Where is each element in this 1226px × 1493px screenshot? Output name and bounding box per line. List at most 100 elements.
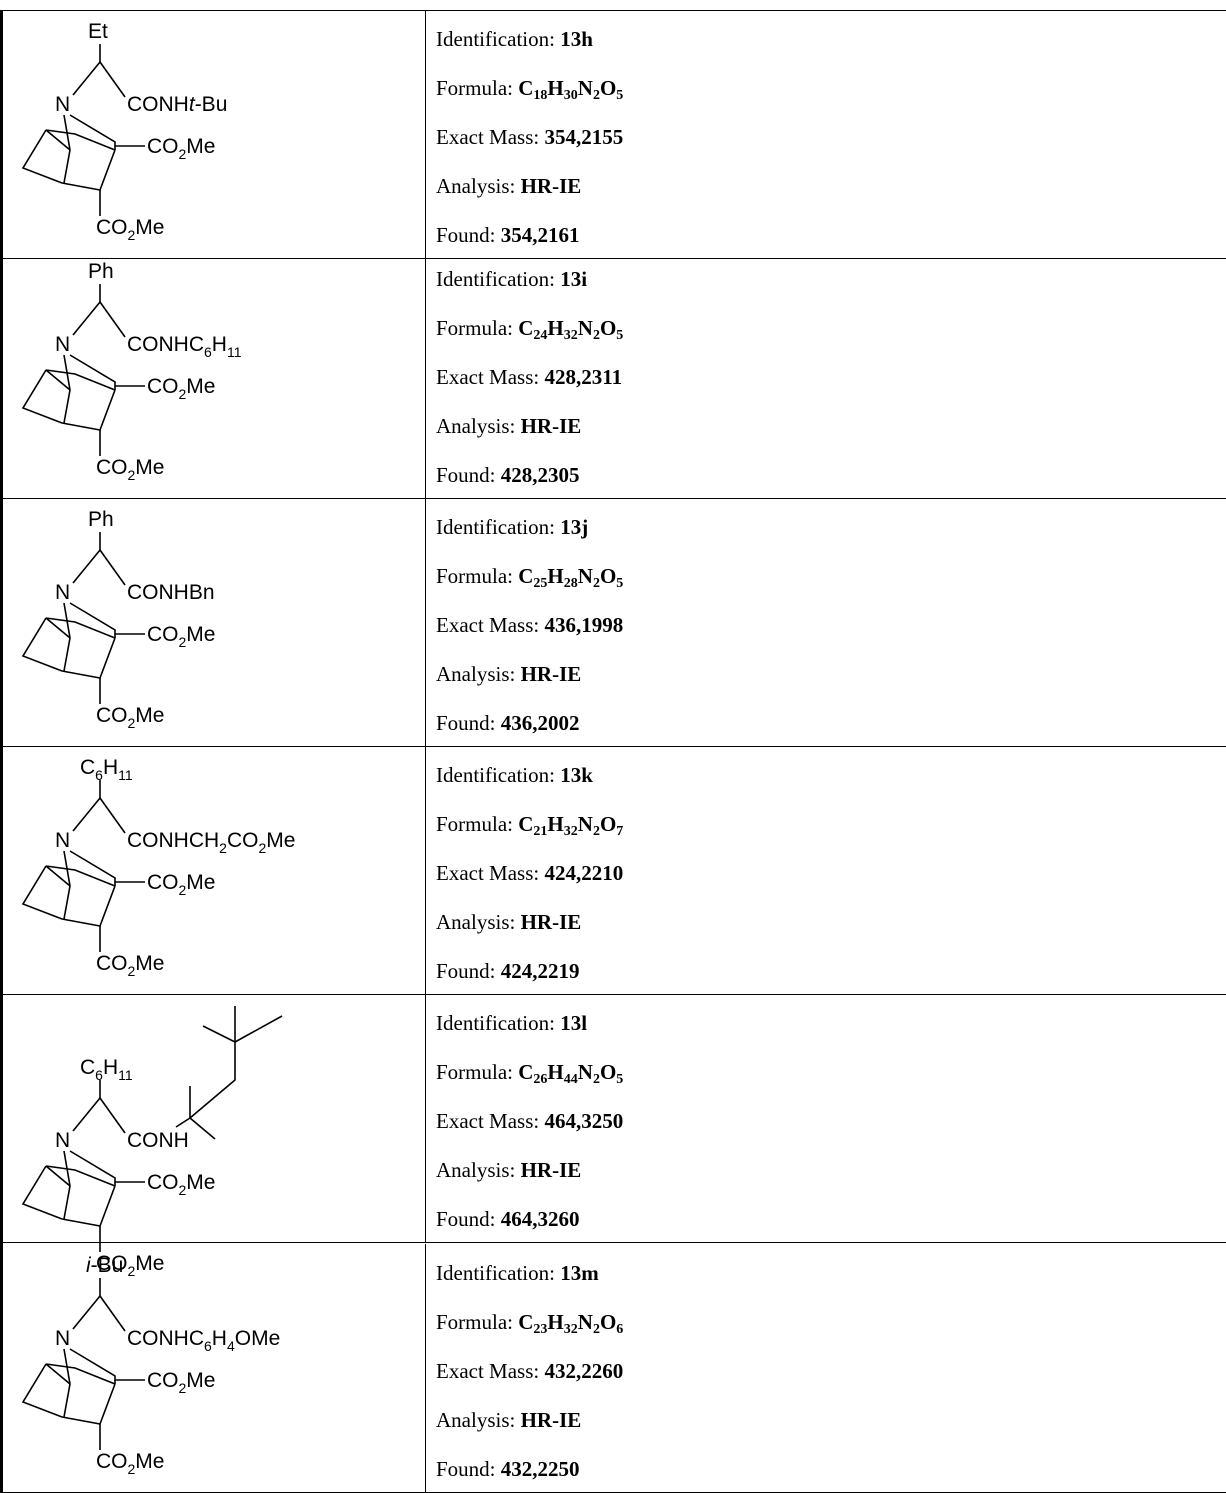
tert-octyl-bond [189,1117,216,1140]
ring-bond [21,617,63,672]
amide-label: CONHt-Bu [127,93,227,116]
amide-label: CONHBn [127,581,215,604]
ring-bond [21,129,63,184]
tert-octyl-bond [234,1015,283,1043]
bond-line [72,301,101,336]
ring-bond [21,369,63,424]
field-label: Found: [436,711,501,735]
substituent-top-label: C6H11 [80,1056,133,1083]
identification-line: Identification: 13j [436,515,588,539]
ring-bond [45,865,71,887]
bond-line [99,1295,126,1332]
substituent-top-label: i-Bu [86,1254,123,1277]
field-value: 13i [560,267,588,291]
found-line: Found: 428,2305 [436,463,580,487]
field-value: 13l [560,1011,588,1035]
found-line: Found: 464,3260 [436,1207,580,1231]
ring-bond [21,865,63,920]
ring-bond [61,389,116,431]
ester-top-label: CO2Me [147,375,215,402]
ester-bottom-label: CO2Me [96,1450,164,1477]
analysis-line: Analysis: HR-IE [436,662,581,686]
column-divider [425,10,426,258]
identification-line: Identification: 13k [436,763,593,787]
nitrogen-label: N [55,333,70,356]
bridge-bond [69,1150,116,1186]
field-value: 13j [560,515,589,539]
field-label: Identification: [436,515,561,539]
field-value: 432,2260 [544,1359,624,1383]
bond-line [99,797,126,834]
field-label: Analysis: [436,1158,521,1182]
row-divider [0,498,1226,499]
found-line: Found: 354,2161 [436,223,580,247]
ring-bond [61,1185,116,1227]
found-line: Found: 424,2219 [436,959,580,983]
field-value: 354,2161 [500,223,580,247]
field-label: Identification: [436,267,561,291]
exact-mass-line: Exact Mass: 428,2311 [436,365,622,389]
ring-bond [45,1363,71,1385]
nitrogen-label: N [55,1129,70,1152]
field-label: Analysis: [436,174,521,198]
field-label: Identification: [436,763,561,787]
amide-label: CONHCH2CO2Me [127,829,295,856]
bond-line [99,61,126,98]
ester-top-label: CO2Me [147,1171,215,1198]
formula-line: Formula: C25H28N2O5 [436,564,623,591]
ester-top-label: CO2Me [147,1369,215,1396]
bond-line [99,1097,126,1134]
ester-bottom-label: CO2Me [96,1252,164,1279]
row-divider [0,746,1226,747]
field-label: Formula: [436,564,519,588]
field-value: 436,1998 [544,613,624,637]
nitrogen-label: N [55,1327,70,1350]
field-label: Found: [436,959,501,983]
tert-octyl-bond [175,1117,191,1128]
field-label: Identification: [436,1261,561,1285]
field-value: HR-IE [520,1408,582,1432]
amide-label: CONHC6H4OMe [127,1327,280,1354]
bond-line [72,797,101,832]
identification-line: Identification: 13i [436,267,587,291]
analysis-line: Analysis: HR-IE [436,1158,581,1182]
field-value: C24H32N2O5 [518,316,624,343]
field-label: Exact Mass: [436,1359,545,1383]
analysis-line: Analysis: HR-IE [436,910,581,934]
ester-top-label: CO2Me [147,135,215,162]
field-value: 428,2311 [544,365,623,389]
ring-bond [45,617,116,639]
formula-line: Formula: C21H32N2O7 [436,812,623,839]
field-value: 424,2219 [500,959,580,983]
field-label: Identification: [436,1011,561,1035]
field-value: 432,2250 [500,1457,580,1481]
ring-bond [45,865,116,887]
ring-bond [45,1363,116,1385]
row-divider [0,258,1226,259]
ring-bond [21,1363,63,1418]
amide-label: CONH [127,1129,189,1152]
nitrogen-label: N [55,829,70,852]
field-value: HR-IE [520,414,582,438]
field-value: 13k [560,763,593,787]
identification-line: Identification: 13m [436,1261,599,1285]
tert-octyl-bond [189,1042,236,1119]
field-value: 354,2155 [544,125,624,149]
substituent-top-label: Ph [88,508,114,531]
table-left-border [0,10,3,1493]
field-value: C23H32N2O6 [518,1310,624,1337]
column-divider [425,746,426,994]
row-divider [0,1242,1226,1243]
analysis-line: Analysis: HR-IE [436,174,581,198]
